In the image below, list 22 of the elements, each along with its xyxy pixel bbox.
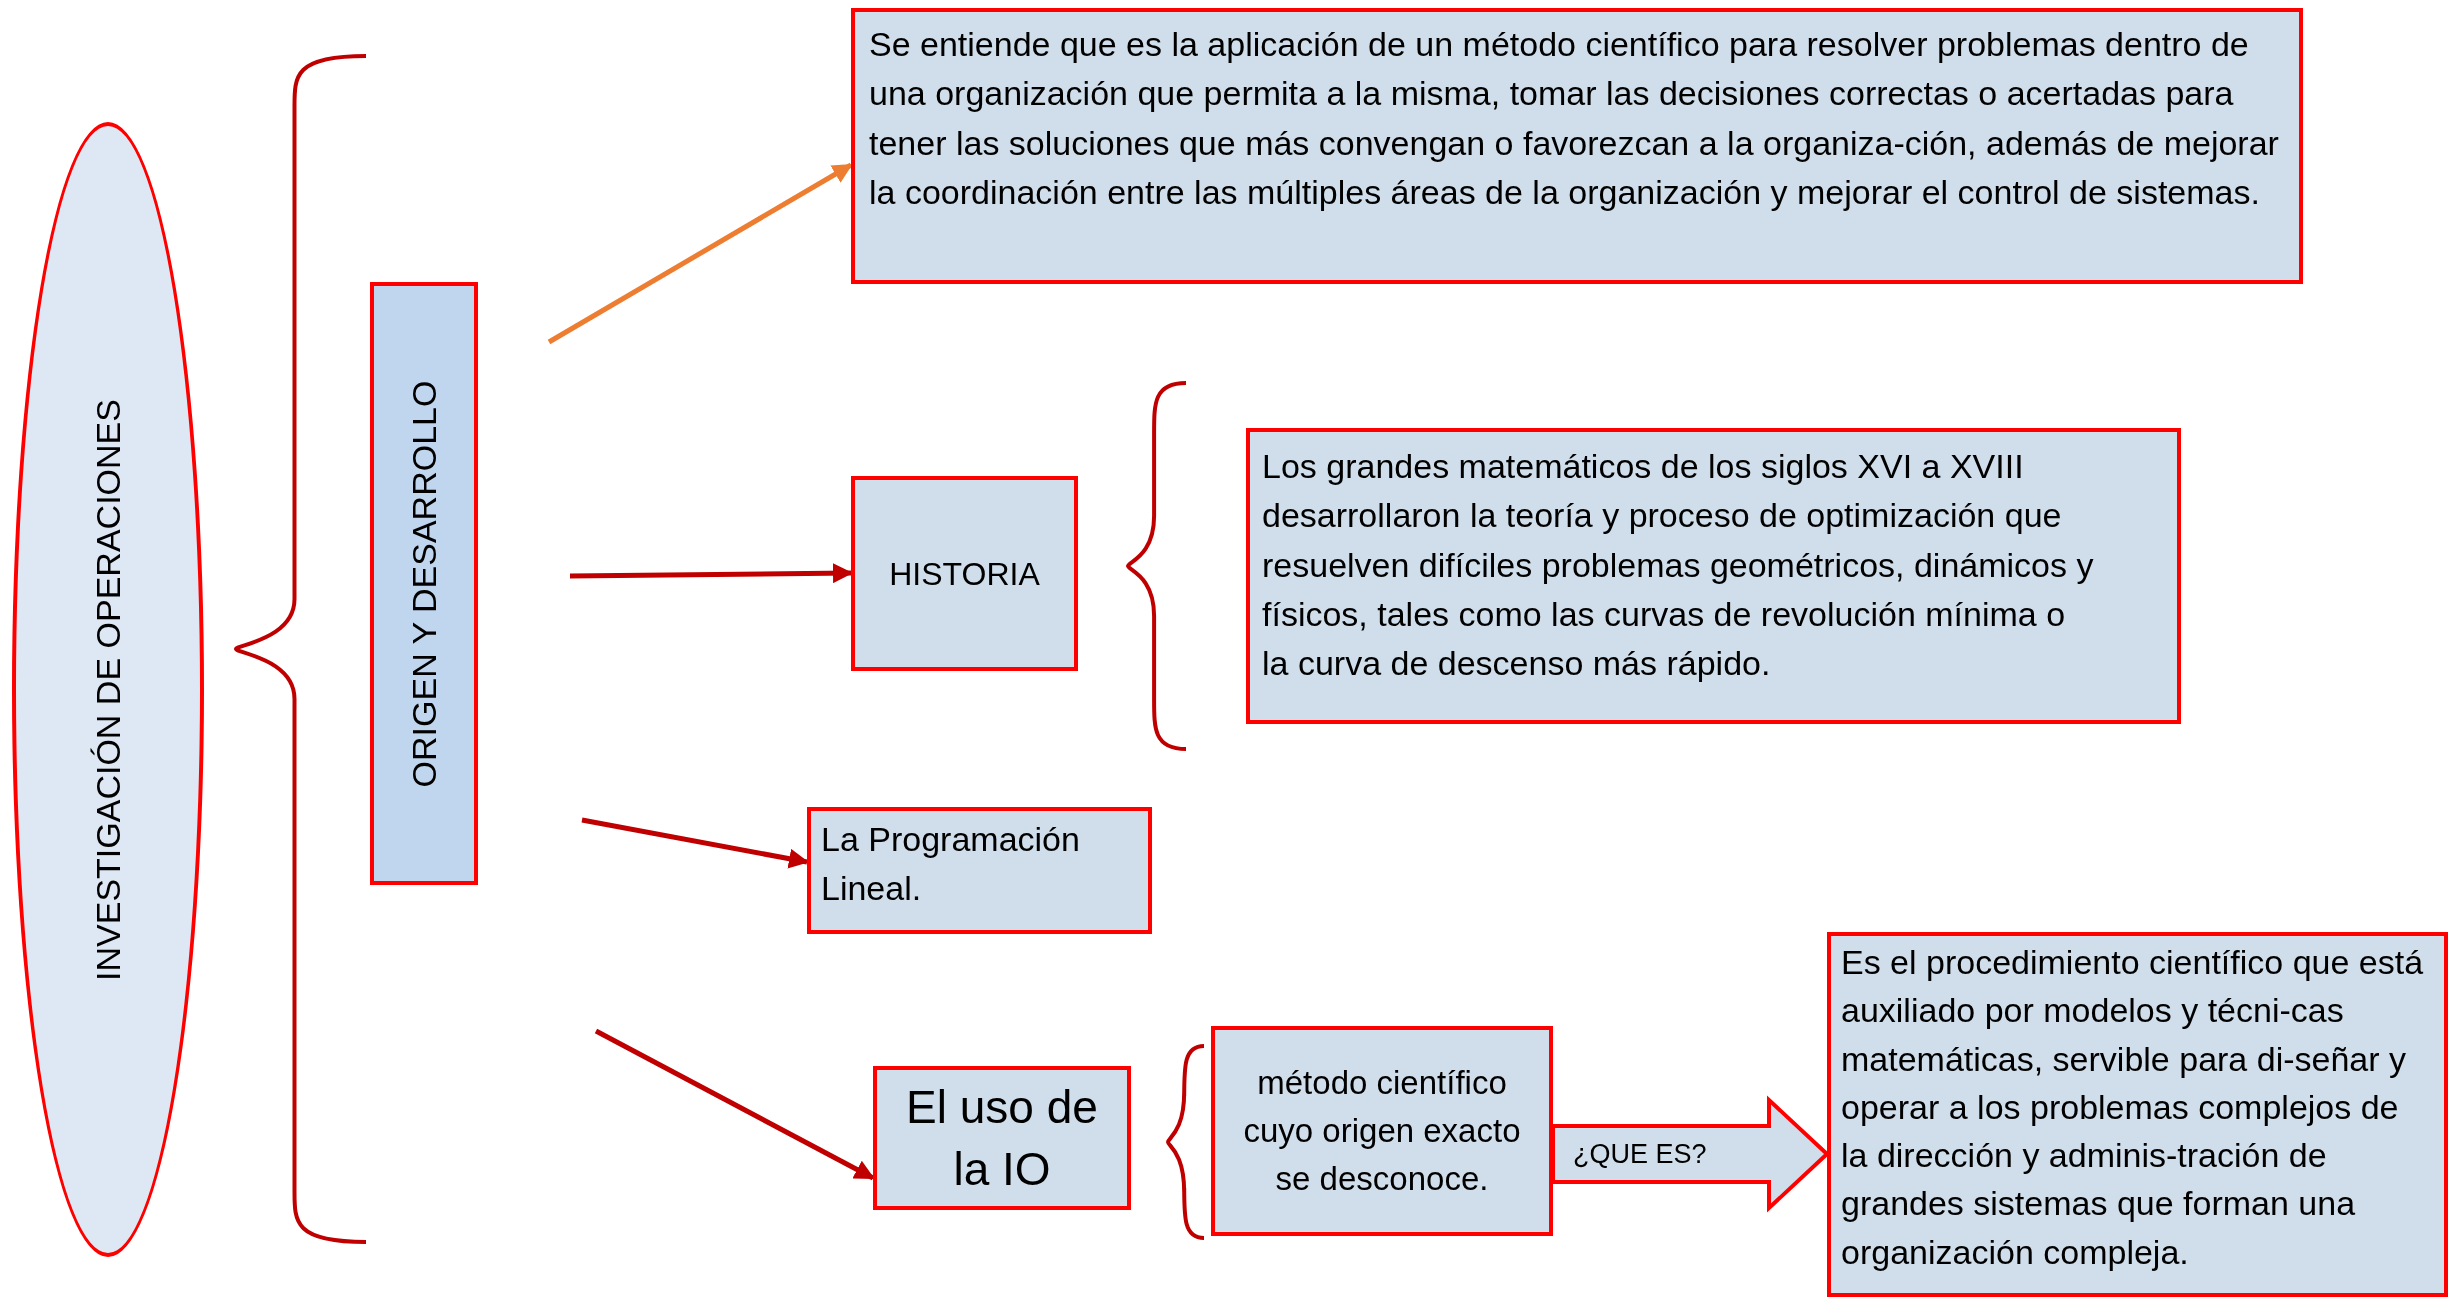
text-box [1211, 1026, 1553, 1236]
node-text: ORIGEN Y DESARROLLO [404, 380, 444, 787]
arrow [594, 1028, 875, 1181]
edge-label: ¿QUE ES? [1573, 1138, 1707, 1170]
text-box [851, 8, 2303, 284]
node-text: La Programación Lineal. [821, 819, 1081, 910]
arrow [547, 162, 853, 345]
block-arrow [1551, 1095, 1830, 1213]
text-box [1246, 428, 2181, 724]
node-text: Es el procedimiento científico que está auxiliado por modelos y técni-cas matemáticas, servible para di-señar y operar a los problemas complejos de la dirección y adminis-tración de grandes sistemas que forman una organización compleja. [1841, 942, 2425, 1273]
node-text: INVESTIGACIÓN DE OPERACIONES [88, 398, 128, 981]
text-box [851, 476, 1078, 671]
node-text: HISTORIA [889, 554, 1040, 594]
text-box [873, 1066, 1131, 1210]
arrow [569, 563, 853, 584]
arrow [581, 817, 809, 869]
text-box [807, 807, 1152, 934]
process-box [370, 282, 478, 885]
node-text: El uso de la IO [905, 1079, 1099, 1197]
node-text: Se entiende que es la aplicación de un método científico para resolver problemas dentro de una organización que permita a la misma, tomar las decisiones correctas o acertadas para tener las soluciones que más convengan o favorezcan a la organiza-ción, además de mejorar la coordinación entre las múltiples áreas de la organización y mejorar el control de sistemas. [869, 24, 2280, 213]
node-text: Los grandes matemáticos de los siglos XVI a XVIII desarrollaron la teoría y proceso de optimización que resuelven difíciles problemas geométricos, dinámicos y físicos, tales como las curvas de revolución mínima o la curva de descenso más rápido. [1262, 446, 2095, 685]
node-text: método científico cuyo origen exacto se desconoce. [1242, 1063, 1522, 1199]
